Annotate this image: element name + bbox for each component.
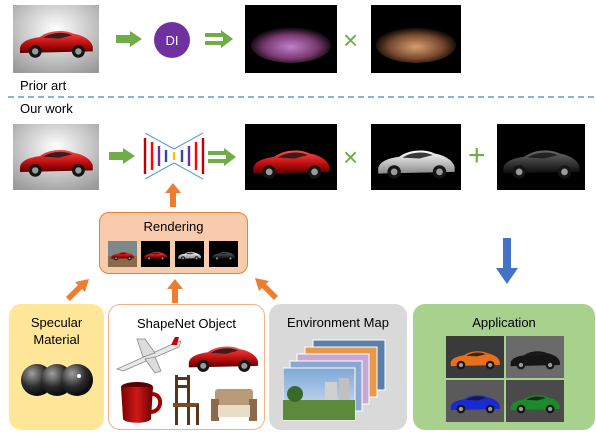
multiply-operator-top: ×: [343, 25, 359, 55]
environment-map-title: Environment Map: [287, 315, 389, 330]
di-node: DI: [154, 22, 190, 58]
rendering-thumb-dark: [209, 241, 238, 267]
airplane-model: [115, 337, 182, 374]
blue-arrow-down: [496, 238, 518, 284]
output-shading-white: [371, 124, 461, 190]
specular-spheres: [21, 364, 93, 396]
output-specular-dark: [497, 124, 585, 190]
multiply-operator-middle: ×: [343, 142, 359, 172]
double-arrow-top: [205, 30, 233, 48]
green-arrow-middle-1: [109, 148, 135, 164]
output-albedo-red: [245, 124, 337, 190]
application-box: Application: [413, 304, 595, 430]
green-arrow-top-1: [116, 31, 142, 47]
app-car-orange: [446, 336, 504, 378]
input-car-photo-middle: [13, 124, 99, 190]
app-car-green: [506, 380, 564, 422]
di-result-purple: [245, 5, 337, 73]
input-car-photo-top: [13, 5, 99, 73]
specular-material-box: Specular Material: [9, 304, 104, 430]
orange-arrow-specular: [66, 279, 89, 301]
rendering-thumb-red: [141, 241, 170, 267]
plus-operator: +: [468, 139, 486, 172]
chair-model: [173, 375, 199, 425]
di-result-brown: [371, 5, 461, 73]
app-car-black: [506, 336, 564, 378]
double-arrow-middle: [208, 148, 236, 166]
specular-title-line1: Specular: [30, 315, 83, 330]
rendering-box: Rendering: [99, 212, 248, 274]
our-work-label: Our work: [20, 101, 73, 116]
orange-arrow-envmap: [255, 278, 278, 300]
env-map-stack: [283, 339, 386, 421]
app-car-blue: [446, 380, 504, 422]
network-diagram: [143, 132, 205, 180]
rendering-thumb-white: [175, 241, 204, 267]
environment-map-box: Environment Map: [269, 304, 407, 430]
orange-arrow-rendering-up: [165, 183, 181, 207]
rendering-title: Rendering: [143, 219, 204, 234]
divider-line: [8, 96, 596, 98]
mug-model: [121, 382, 163, 423]
shapenet-object-box: ShapeNet Object: [108, 304, 265, 430]
shapenet-title: ShapeNet Object: [136, 316, 236, 331]
red-car-model: [188, 346, 258, 372]
di-node-label: DI: [166, 33, 179, 48]
orange-arrow-shapenet: [167, 279, 183, 303]
rendering-thumb-photo: [108, 241, 137, 267]
specular-title-line2: Material: [33, 332, 80, 347]
application-title: Application: [472, 315, 536, 330]
prior-art-label: Prior art: [20, 78, 67, 93]
sofa-model: [211, 389, 257, 421]
